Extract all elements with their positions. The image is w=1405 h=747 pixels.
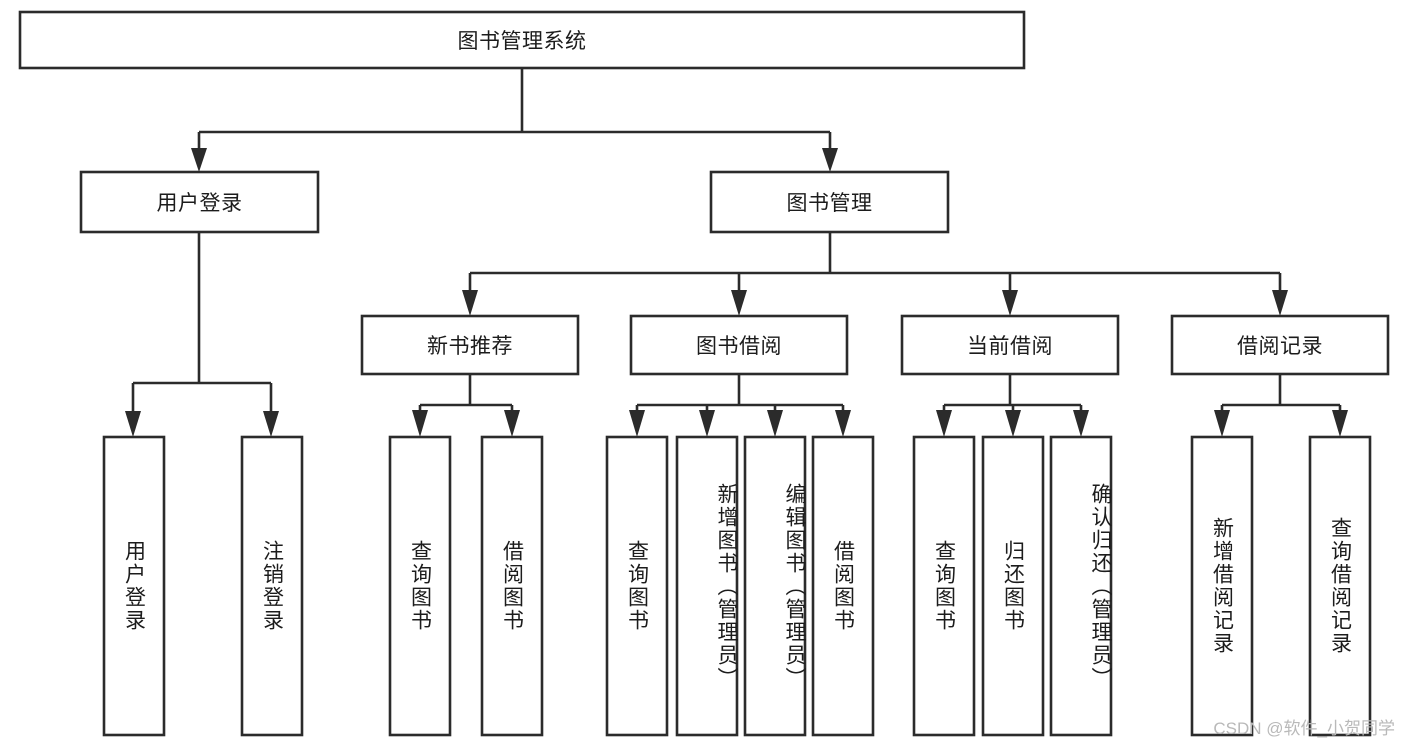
node-box-leaf-new-book-1[interactable] [480, 435, 544, 737]
node-box-leaf-book-borrow-0[interactable] [605, 435, 669, 737]
node-box-leaf-user-login-1[interactable] [240, 435, 304, 737]
node-box-leaf-book-borrow-2[interactable] [743, 435, 807, 737]
arrow-head-leaf-book-borrow-0 [629, 410, 645, 437]
arrow-head-leaf-current-borrow-0 [936, 410, 952, 437]
arrow-head-new-book-recommend [462, 290, 478, 316]
node-box-leaf-book-borrow-1[interactable] [675, 435, 739, 737]
arrow-head-current-borrow [1002, 290, 1018, 316]
arrow-head-leaf-book-borrow-3 [835, 410, 851, 437]
arrow-head-leaf-current-borrow-1 [1005, 410, 1021, 437]
arrow-head-leaf-user-login-0 [125, 411, 141, 437]
node-box-leaf-user-login-0[interactable] [102, 435, 166, 737]
node-box-leaf-current-borrow-0[interactable] [912, 435, 976, 737]
arrow-head-leaf-borrow-record-0 [1214, 410, 1230, 437]
node-box-leaf-book-borrow-3[interactable] [811, 435, 875, 737]
arrow-head-book-management [822, 148, 838, 172]
node-box-leaf-borrow-record-0[interactable] [1190, 435, 1254, 737]
arrow-head-borrow-record [1272, 290, 1288, 316]
arrow-head-user-login [191, 148, 207, 172]
node-box-borrow-record[interactable] [1170, 314, 1390, 376]
node-box-leaf-current-borrow-1[interactable] [981, 435, 1045, 737]
node-box-book-borrow[interactable] [629, 314, 849, 376]
node-box-leaf-current-borrow-2[interactable] [1049, 435, 1113, 737]
arrow-head-leaf-user-login-1 [263, 411, 279, 437]
arrow-head-book-borrow [731, 290, 747, 316]
arrow-head-leaf-new-book-0 [412, 410, 428, 437]
arrow-head-leaf-current-borrow-2 [1073, 410, 1089, 437]
node-box-user-login[interactable] [79, 170, 320, 234]
node-box-leaf-borrow-record-1[interactable] [1308, 435, 1372, 737]
arrow-head-leaf-book-borrow-1 [699, 410, 715, 437]
arrow-head-leaf-borrow-record-1 [1332, 410, 1348, 437]
node-box-current-borrow[interactable] [900, 314, 1120, 376]
node-box-new-book-recommend[interactable] [360, 314, 580, 376]
node-box-book-management[interactable] [709, 170, 950, 234]
arrow-head-leaf-book-borrow-2 [767, 410, 783, 437]
node-box-leaf-new-book-0[interactable] [388, 435, 452, 737]
arrow-head-leaf-new-book-1 [504, 410, 520, 437]
node-box-system-root[interactable] [18, 10, 1026, 70]
